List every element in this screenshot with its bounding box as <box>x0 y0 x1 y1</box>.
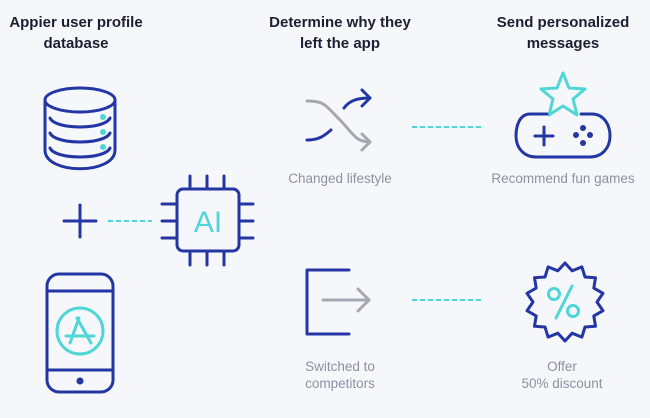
ai-chip-icon: AI <box>160 174 255 267</box>
heading-user-profile-database: Appier user profile database <box>0 12 176 54</box>
heading-determine-why: Determine why they left the app <box>240 12 440 54</box>
gamepad-star-icon <box>514 71 612 159</box>
shuffle-icon <box>305 88 372 152</box>
label-line: Changed lifestyle <box>288 171 392 186</box>
heading-line: database <box>43 35 109 52</box>
discount-badge-icon <box>525 261 605 343</box>
label-line: Switched to <box>305 359 375 374</box>
heading-line: left the app <box>299 35 380 52</box>
action-recommend-games: Recommend fun games <box>463 170 650 187</box>
label-line: Offer <box>547 359 577 374</box>
heading-line: Send personalized <box>496 14 630 31</box>
exit-icon <box>305 268 371 336</box>
heading-send-messages: Send personalized messages <box>463 12 650 54</box>
label-line: 50% discount <box>521 376 603 391</box>
database-icon <box>43 86 117 171</box>
heading-line: messages <box>526 35 600 52</box>
reason-switched-competitors: Switched to competitors <box>240 358 440 392</box>
heading-line: Appier user profile <box>9 14 143 31</box>
chip-label: AI <box>194 206 222 239</box>
label-line: competitors <box>305 376 375 391</box>
plus-icon <box>62 203 98 239</box>
action-offer-discount: Offer 50% discount <box>462 358 650 392</box>
reason-changed-lifestyle: Changed lifestyle <box>240 170 440 187</box>
label-line: Recommend fun games <box>491 171 635 186</box>
phone-app-store-icon <box>45 272 115 394</box>
heading-line: Determine why they <box>269 14 411 31</box>
